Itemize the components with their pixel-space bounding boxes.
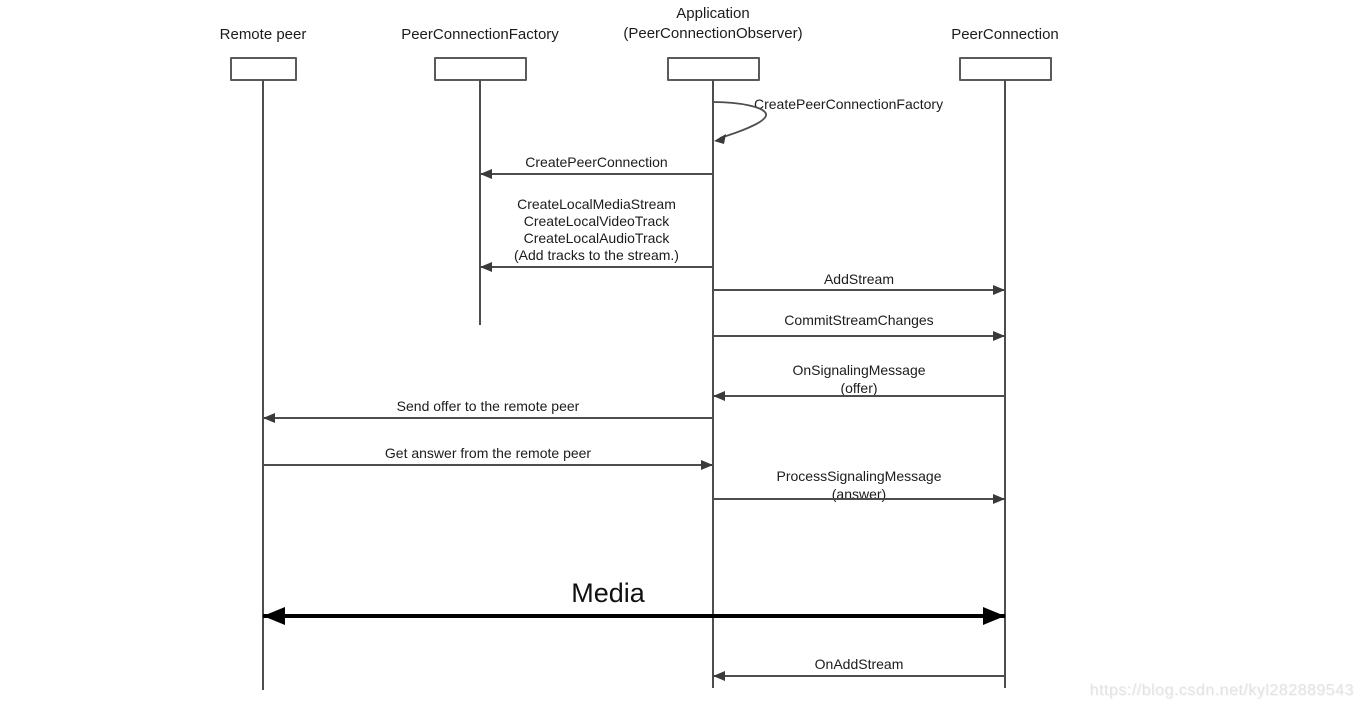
message-label-line4: (Add tracks to the stream.) bbox=[514, 247, 679, 263]
message-label-line2: (answer) bbox=[831, 486, 887, 502]
self-message-arrow bbox=[712, 101, 767, 144]
actor-label-application-line1: Application bbox=[676, 5, 750, 22]
arrowhead-right-icon bbox=[983, 607, 1005, 625]
message-label-line2: CreateLocalVideoTrack bbox=[523, 213, 670, 229]
arrowhead-left-icon bbox=[713, 391, 725, 401]
message-line bbox=[713, 335, 1005, 337]
message-label: CreateLocalMediaStream CreateLocalVideoT… bbox=[480, 196, 713, 264]
message-line bbox=[713, 289, 1005, 291]
arrowhead-right-icon bbox=[993, 285, 1005, 295]
actor-label-remote-peer: Remote peer bbox=[219, 26, 307, 43]
message-label-line1: CreateLocalMediaStream bbox=[517, 196, 676, 212]
message-label: AddStream bbox=[823, 271, 895, 287]
message-label-line1: ProcessSignalingMessage bbox=[776, 468, 942, 484]
actor-label-peerconnection: PeerConnection bbox=[951, 26, 1059, 43]
actor-head-box-remote-peer bbox=[230, 57, 297, 81]
message-line bbox=[713, 395, 1005, 397]
message-label: OnSignalingMessage (offer) bbox=[713, 361, 1005, 397]
actor-head-box-peerconnectionfactory bbox=[434, 57, 527, 81]
arrowhead-right-icon bbox=[701, 460, 713, 470]
arrowhead-right-icon bbox=[993, 331, 1005, 341]
watermark: https://blog.csdn.net/kyl282889543 bbox=[1089, 682, 1354, 699]
message-line bbox=[263, 614, 1005, 618]
actor-label-application: Application (PeerConnectionObserver) bbox=[563, 4, 863, 44]
message-line bbox=[263, 417, 713, 419]
message-line bbox=[263, 464, 713, 466]
actor-label-application-line2: (PeerConnectionObserver) bbox=[623, 25, 803, 42]
arrowhead-left-icon bbox=[263, 607, 285, 625]
message-label: CreatePeerConnectionFactory bbox=[754, 96, 944, 112]
arrowhead-left-icon bbox=[263, 413, 275, 423]
actor-head-box-application bbox=[667, 57, 760, 81]
lifeline-peerconnection bbox=[1004, 80, 1006, 688]
message-line bbox=[480, 173, 713, 175]
lifeline-application bbox=[712, 80, 714, 688]
message-label-line1: OnSignalingMessage bbox=[792, 362, 926, 378]
message-label: CommitStreamChanges bbox=[784, 312, 934, 328]
message-label: Get answer from the remote peer bbox=[384, 445, 592, 461]
message-label: CreatePeerConnection bbox=[525, 154, 668, 170]
message-line bbox=[713, 498, 1005, 500]
message-label-line3: CreateLocalAudioTrack bbox=[523, 230, 670, 246]
actor-head-box-peerconnection bbox=[959, 57, 1052, 81]
message-line bbox=[480, 266, 713, 268]
arrowhead-right-icon bbox=[993, 494, 1005, 504]
lifeline-remote-peer bbox=[262, 80, 264, 690]
arrowhead-left-icon bbox=[713, 671, 725, 681]
arrowhead-left-icon bbox=[480, 262, 492, 272]
message-label: OnAddStream bbox=[814, 656, 904, 672]
message-label-line2: (offer) bbox=[840, 380, 878, 396]
message-line bbox=[713, 675, 1005, 677]
actor-label-peerconnectionfactory: PeerConnectionFactory bbox=[401, 26, 559, 43]
message-label: Send offer to the remote peer bbox=[396, 398, 580, 414]
arrowhead-left-icon bbox=[480, 169, 492, 179]
message-label: Media bbox=[571, 578, 645, 608]
lifeline-peerconnectionfactory bbox=[479, 80, 481, 325]
